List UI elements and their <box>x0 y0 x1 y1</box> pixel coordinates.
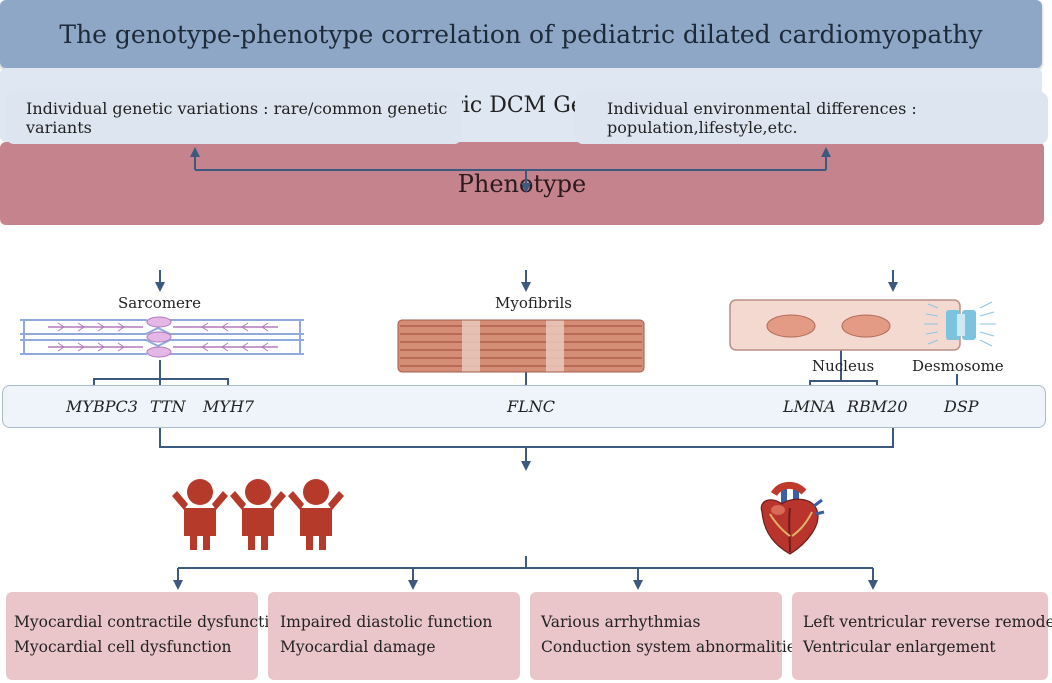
myofibrils-label: Myofibrils <box>495 294 572 312</box>
outcome-line: Various arrhythmias <box>541 613 701 631</box>
nucleus-1 <box>766 314 816 338</box>
sarcomere-illustration <box>20 316 304 358</box>
gene-ttn: TTN <box>150 397 186 416</box>
child-figure-icon <box>230 479 286 550</box>
desmosome-plate-right <box>962 310 976 340</box>
environmental-difference-label: Individual environmental differences : p… <box>607 99 917 137</box>
gene-flnc: FLNC <box>507 397 555 416</box>
gene-dsp: DSP <box>944 397 979 416</box>
outcome-box-remodeling: Left ventricular reverse remodeling Vent… <box>792 592 1052 680</box>
heart-icon <box>760 482 825 555</box>
outcome-box-contractile: Myocardial contractile dysfunction Myoca… <box>6 592 289 680</box>
gene-lmna: LMNA <box>783 397 836 416</box>
nucleus-2 <box>841 314 891 338</box>
desmosome-label: Desmosome <box>912 357 1004 375</box>
child-figure-icon <box>172 479 228 550</box>
outcome-box-diastolic: Impaired diastolic function Myocardial d… <box>268 592 520 680</box>
children-figures <box>172 479 344 550</box>
genetic-variation-box: Individual genetic variations : rare/com… <box>6 92 462 144</box>
outcome-line: Myocardial contractile dysfunction <box>14 613 289 631</box>
diagram-title: The genotype-phenotype correlation of pe… <box>0 0 1042 68</box>
outcome-line: Left ventricular reverse remodeling <box>803 613 1052 631</box>
myofibrils-illustration <box>397 319 645 373</box>
gene-myh7: MYH7 <box>203 397 255 416</box>
gene-rbm20: RBM20 <box>847 397 908 416</box>
outcome-box-arrhythmia: Various arrhythmias Conduction system ab… <box>530 592 804 680</box>
cardiomyocyte-illustration <box>729 299 996 351</box>
outcome-line: Conduction system abnormalities <box>541 638 804 656</box>
outcome-line: Myocardial cell dysfunction <box>14 638 232 656</box>
desmosome-plate-left <box>946 310 960 340</box>
environmental-difference-box: Individual environmental differences : p… <box>575 92 1048 144</box>
outcome-line: Ventricular enlargement <box>803 638 996 656</box>
genetic-variation-label: Individual genetic variations : rare/com… <box>26 99 448 137</box>
outcome-line: Myocardial damage <box>280 638 436 656</box>
nucleus-label: Nucleus <box>812 357 875 375</box>
child-figure-icon <box>288 479 344 550</box>
outcome-line: Impaired diastolic function <box>280 613 493 631</box>
gene-strip <box>2 385 1046 428</box>
sarcomere-label: Sarcomere <box>118 294 201 312</box>
gene-mybpc3: MYBPC3 <box>66 397 138 416</box>
